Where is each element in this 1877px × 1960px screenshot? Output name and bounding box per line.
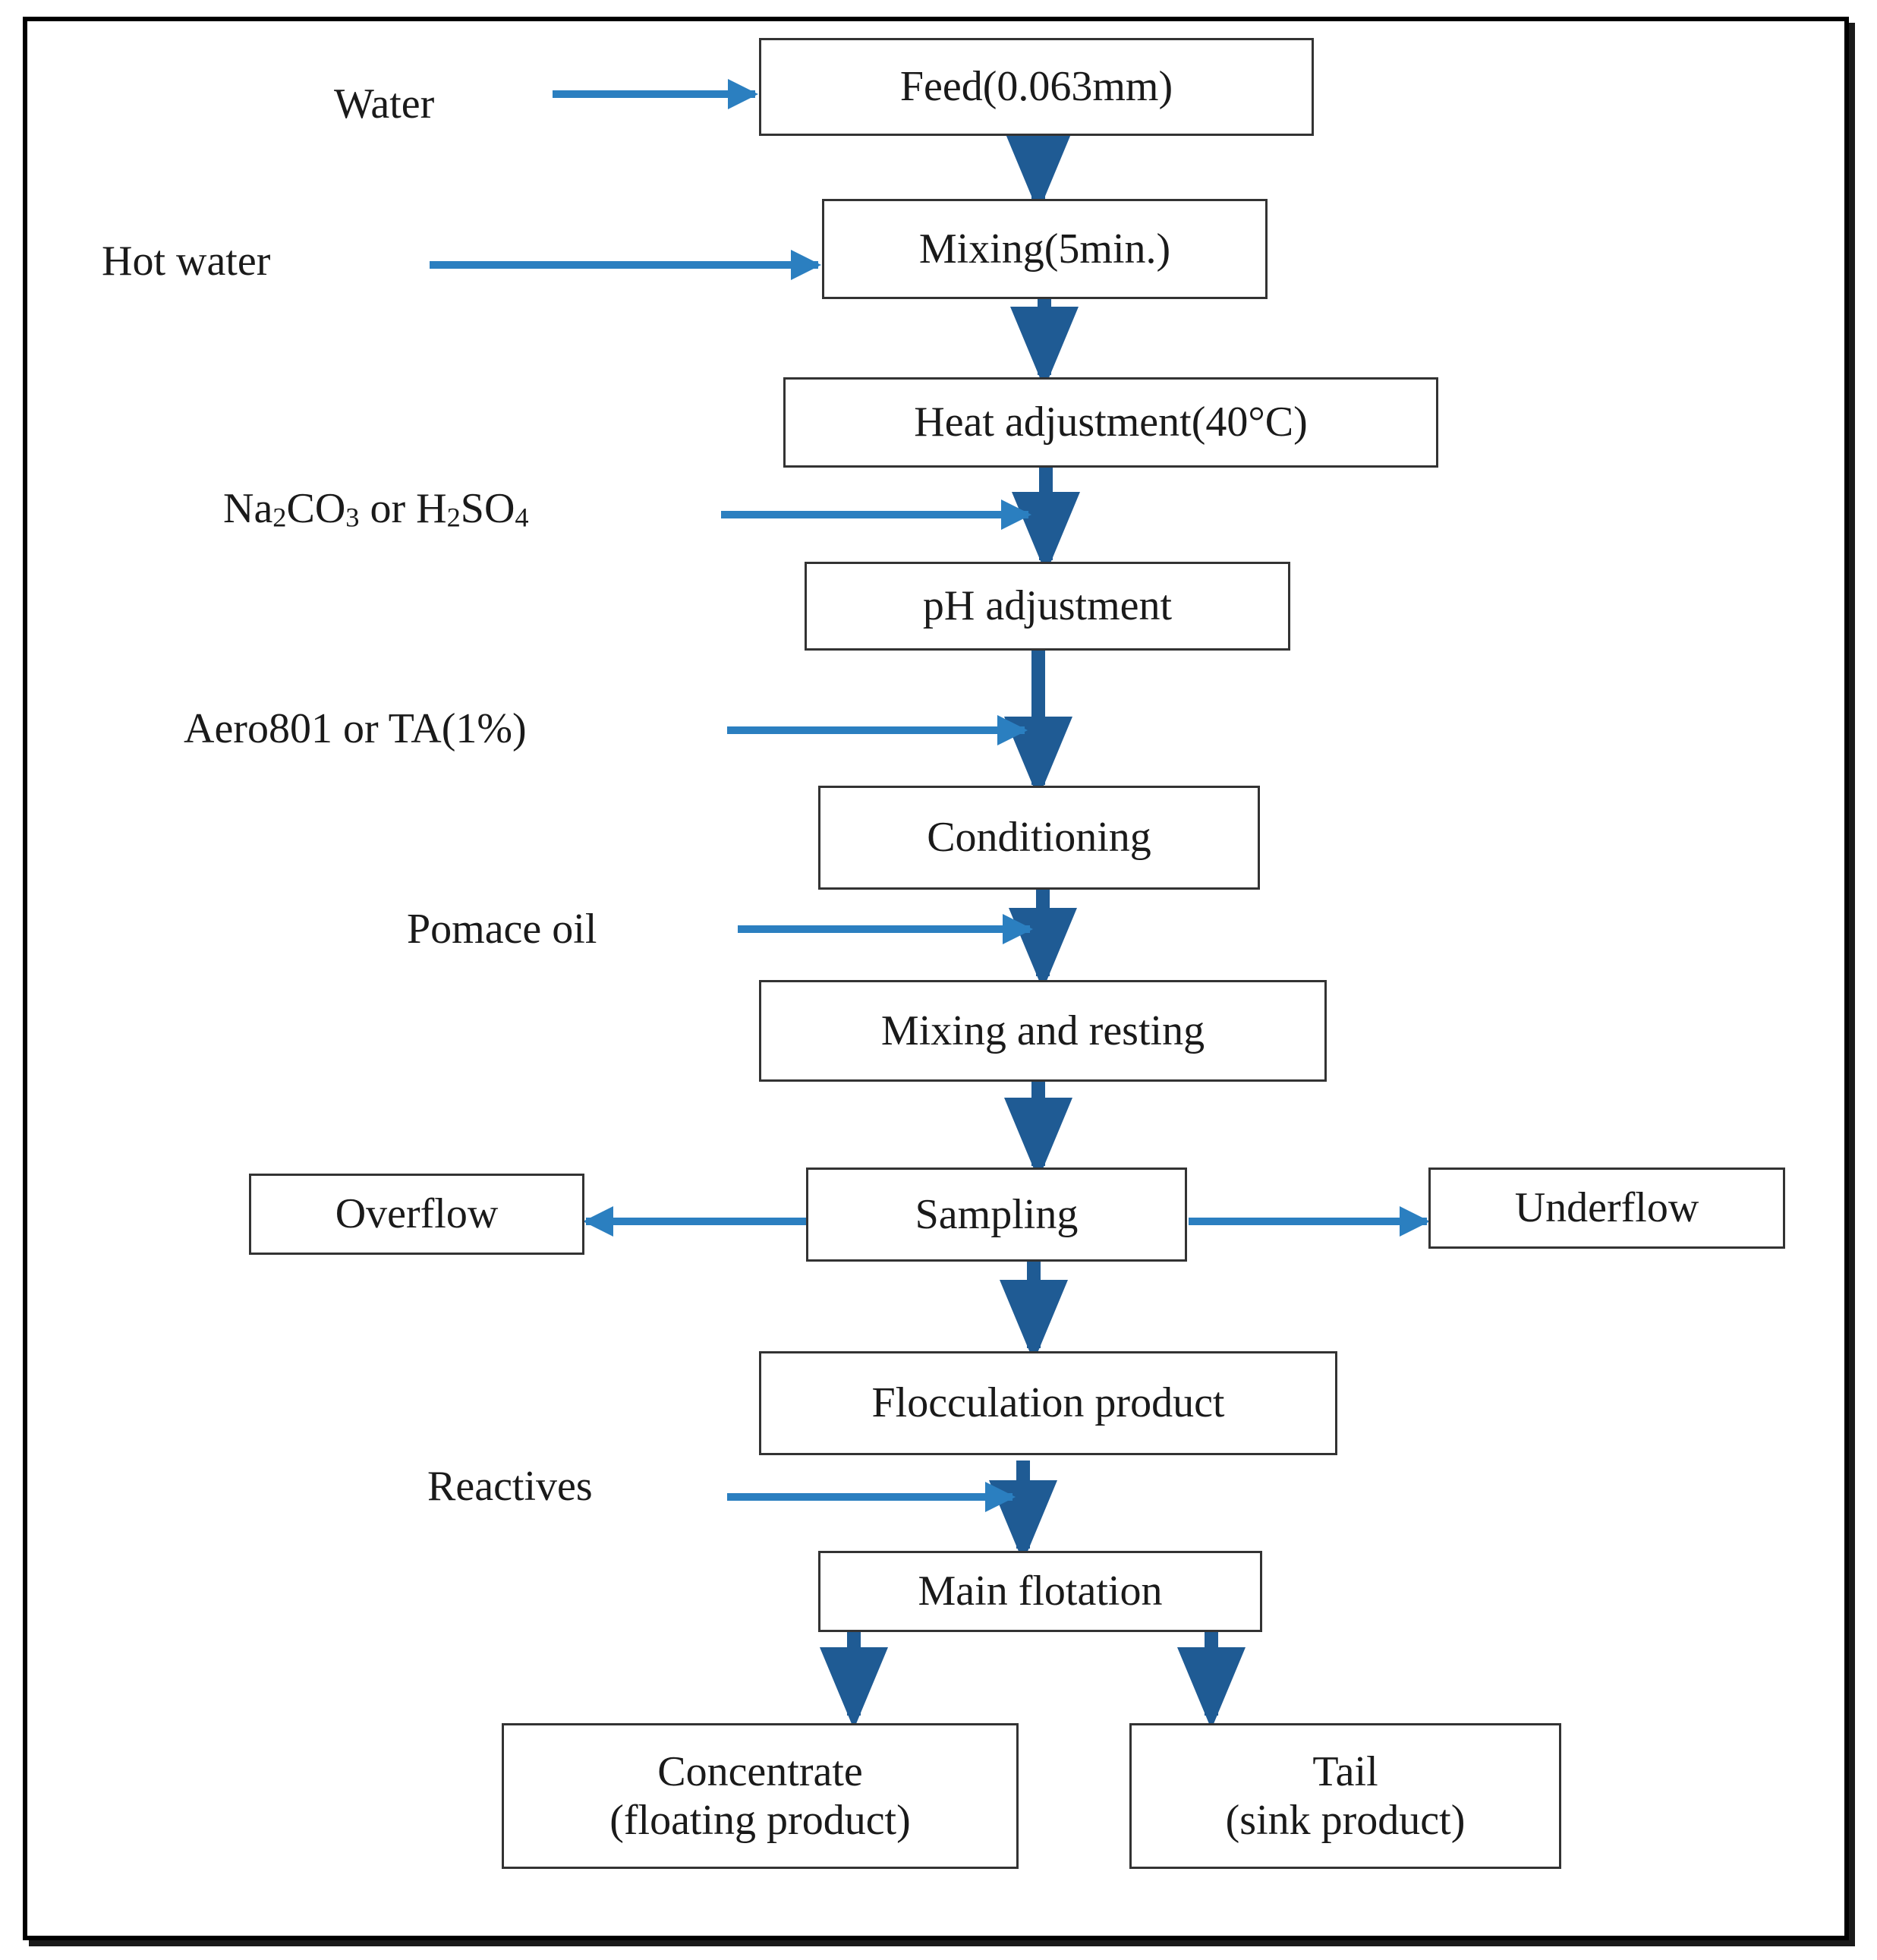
box-tail: Tail (sink product) [1129, 1723, 1561, 1869]
box-tail-line1: Tail [1312, 1747, 1378, 1795]
box-flocculation: Flocculation product [759, 1351, 1337, 1455]
formula-sub-2: 2 [272, 502, 287, 533]
box-mixing-label: Mixing(5min.) [918, 225, 1171, 273]
input-reactives-label: Reactives [427, 1463, 593, 1510]
formula-co: CO [286, 485, 346, 532]
box-conditioning: Conditioning [818, 786, 1260, 890]
box-sampling-label: Sampling [915, 1190, 1079, 1238]
formula-na: Na [223, 485, 273, 532]
formula-sub-3: 3 [345, 502, 360, 533]
box-tail-line2: (sink product) [1225, 1797, 1466, 1844]
box-mixing-resting: Mixing and resting [759, 980, 1327, 1082]
box-ph-label: pH adjustment [922, 582, 1173, 630]
input-water-label: Water [334, 80, 435, 128]
box-overflow: Overflow [249, 1174, 584, 1255]
box-concentrate-line2: (floating product) [609, 1797, 911, 1844]
box-sampling: Sampling [806, 1167, 1187, 1262]
box-concentrate-line1: Concentrate [657, 1747, 863, 1795]
formula-sub-2b: 2 [446, 502, 461, 533]
box-conditioning-label: Conditioning [927, 814, 1151, 862]
box-concentrate: Concentrate (floating product) [502, 1723, 1019, 1869]
box-underflow-label: Underflow [1514, 1184, 1699, 1232]
box-feed: Feed(0.063mm) [759, 38, 1314, 136]
formula-sub-4: 4 [515, 502, 529, 533]
box-heat-adjustment: Heat adjustment(40°C) [783, 377, 1438, 468]
box-mixing: Mixing(5min.) [822, 199, 1268, 299]
box-mixing-resting-label: Mixing and resting [880, 1007, 1205, 1054]
input-aero-label: Aero801 or TA(1%) [184, 705, 527, 752]
box-main-flotation-label: Main flotation [918, 1568, 1163, 1615]
box-ph-adjustment: pH adjustment [805, 562, 1290, 651]
input-na2co3-h2so4-label: Na2CO3 or H2SO4 [223, 484, 529, 533]
formula-so: SO [460, 485, 515, 532]
formula-or-h: or H [359, 485, 447, 532]
input-pomace-label: Pomace oil [407, 906, 597, 953]
box-feed-label: Feed(0.063mm) [899, 63, 1173, 111]
box-main-flotation: Main flotation [818, 1551, 1262, 1632]
box-underflow: Underflow [1428, 1167, 1785, 1249]
box-flocculation-label: Flocculation product [871, 1379, 1225, 1427]
input-hot-water-label: Hot water [102, 238, 271, 285]
box-overflow-label: Overflow [335, 1190, 499, 1238]
box-heat-label: Heat adjustment(40°C) [914, 399, 1308, 446]
